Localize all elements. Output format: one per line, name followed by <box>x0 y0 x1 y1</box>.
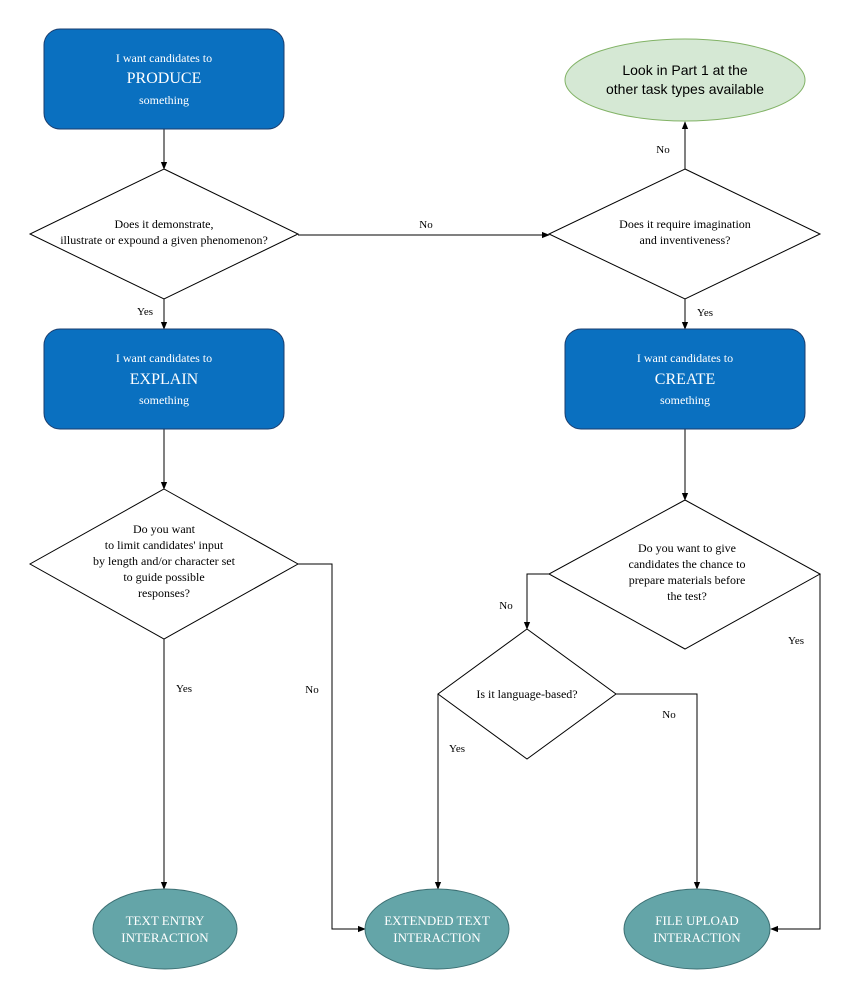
edge-label-limit-no: No <box>305 684 319 696</box>
node-prepare-line2: candidates the chance to <box>629 557 746 571</box>
node-explain: I want candidates to EXPLAIN something <box>43 328 285 430</box>
node-language-line1: Is it language-based? <box>476 687 577 701</box>
edge-label-prepare-yes: Yes <box>788 635 804 647</box>
node-part1-note: Look in Part 1 at the other task types a… <box>564 38 806 122</box>
node-produce: I want candidates to PRODUCE something <box>43 28 285 130</box>
node-prepare-line3: prepare materials before <box>629 573 746 587</box>
node-limit-line2: to limit candidates' input <box>105 538 224 552</box>
edge-label-demonstrate-yes: Yes <box>137 306 153 318</box>
edge-label-prepare-no: No <box>499 600 513 612</box>
connector-language-no <box>616 693 701 890</box>
node-text-entry: TEXT ENTRY INTERACTION <box>92 888 238 970</box>
node-explain-line3: something <box>139 393 189 407</box>
node-part1-line2: other task types available <box>606 81 764 97</box>
connectors <box>160 121 821 933</box>
node-text-entry-line1: TEXT ENTRY <box>126 913 205 928</box>
node-extended-text: EXTENDED TEXT INTERACTION <box>364 888 510 970</box>
edge-label-language-yes: Yes <box>449 743 465 755</box>
node-demonstrate-line2: illustrate or expound a given phenomenon… <box>60 233 268 247</box>
node-imagination-line1: Does it require imagination <box>619 217 751 231</box>
node-limit-line1: Do you want <box>133 522 196 536</box>
node-limit-line4: to guide possible <box>123 570 204 584</box>
node-explain-line1: I want candidates to <box>116 351 212 365</box>
connector-prepare-yes <box>770 574 821 933</box>
node-create-line1: I want candidates to <box>637 351 733 365</box>
node-create-line2: CREATE <box>655 371 715 388</box>
node-limit-line5: responses? <box>138 586 190 600</box>
node-text-entry-line2: INTERACTION <box>121 930 209 945</box>
node-produce-line2: PRODUCE <box>127 70 202 87</box>
edge-label-limit-yes: Yes <box>176 683 192 695</box>
node-imagination-decision: Does it require imagination and inventiv… <box>547 168 822 300</box>
node-extended-text-line2: INTERACTION <box>393 930 481 945</box>
edge-label-imagination-yes: Yes <box>697 307 713 319</box>
node-file-upload-line2: INTERACTION <box>653 930 741 945</box>
node-limit-decision: Do you want to limit candidates' input b… <box>28 488 300 640</box>
node-part1-line1: Look in Part 1 at the <box>622 62 748 78</box>
node-explain-line2: EXPLAIN <box>130 371 199 388</box>
node-imagination-line2: and inventiveness? <box>640 233 731 247</box>
node-create-line3: something <box>660 393 710 407</box>
node-file-upload-line1: FILE UPLOAD <box>655 913 738 928</box>
node-demonstrate-line1: Does it demonstrate, <box>115 217 214 231</box>
node-extended-text-line1: EXTENDED TEXT <box>384 913 490 928</box>
node-prepare-decision: Do you want to give candidates the chanc… <box>547 499 822 650</box>
edge-label-language-no: No <box>662 709 676 721</box>
edge-label-demonstrate-no: No <box>419 219 433 231</box>
connector-prepare-no <box>523 573 549 630</box>
edge-label-imagination-no: No <box>656 144 670 156</box>
node-produce-line3: something <box>139 93 189 107</box>
node-create: I want candidates to CREATE something <box>564 328 806 430</box>
node-prepare-line4: the test? <box>667 589 707 603</box>
node-prepare-line1: Do you want to give <box>638 541 736 555</box>
node-limit-line3: by length and/or character set <box>93 554 236 568</box>
edge-labels: No No Yes Yes Yes No No Yes Yes No <box>137 144 804 755</box>
connector-limit-no <box>298 563 366 933</box>
node-demonstrate-decision: Does it demonstrate, illustrate or expou… <box>28 168 300 300</box>
node-language-decision: Is it language-based? <box>437 628 617 760</box>
node-produce-line1: I want candidates to <box>116 51 212 65</box>
node-file-upload: FILE UPLOAD INTERACTION <box>623 888 771 970</box>
